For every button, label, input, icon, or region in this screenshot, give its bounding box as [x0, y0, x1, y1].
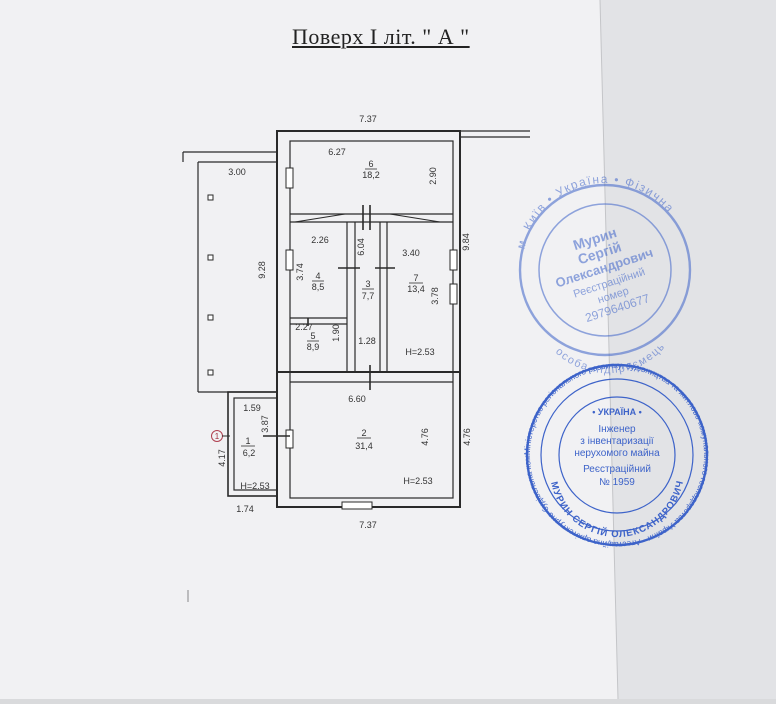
room-5-area: 8,9	[307, 342, 320, 352]
dim-room5-width: 2.27	[295, 322, 313, 332]
dim-right-height-lower: 4.76	[462, 428, 472, 446]
room-4-number: 4	[315, 271, 320, 281]
room-3-number: 3	[365, 279, 370, 289]
dim-corridor-width: 1.28	[358, 336, 376, 346]
room-6-area: 18,2	[362, 170, 380, 180]
room-3-area: 7,7	[362, 291, 375, 301]
dim-room3-height: 6.04	[356, 238, 366, 256]
room-7-area: 13,4	[407, 284, 425, 294]
stamp2-line5: № 1959	[599, 477, 635, 488]
annex-markers	[207, 194, 214, 376]
room-4-area: 8,5	[312, 282, 325, 292]
paper-fold	[599, 0, 619, 700]
dim-right-height-upper: 9.84	[461, 233, 471, 251]
page-title: Поверх I літ. " А "	[292, 24, 470, 49]
dim-room6-width: 6.27	[328, 147, 346, 157]
stamp2-top: • УКРАЇНА •	[592, 407, 642, 417]
door-ticks	[263, 205, 395, 437]
room-2-number: 2	[361, 428, 366, 438]
room-2-area: 31,4	[355, 441, 373, 451]
dim-room2-height: 4.76	[420, 428, 430, 446]
room-1-area: 6,2	[243, 448, 256, 458]
windows	[285, 167, 458, 510]
room-7-number: 7	[413, 273, 418, 283]
entrance-marker: 1	[215, 432, 220, 441]
stamp2-line4: Реєстраційний	[583, 464, 651, 475]
dim-room1-outer-height: 4.17	[217, 449, 227, 467]
dim-room1-height: 3.87	[260, 415, 270, 433]
height-room2: H=2.53	[403, 476, 432, 486]
room-labels: 6 18,2 4 8,5 3 7,7 7 13,4 5 8,9 2 31,4 1…	[241, 159, 425, 458]
dim-room1-width: 1.59	[243, 403, 261, 413]
stamp2-line2: з інвентаризації	[580, 436, 654, 447]
room-6-number: 6	[368, 159, 373, 169]
dim-room6-height: 2.90	[428, 167, 438, 185]
dim-bottom-width: 7.37	[359, 520, 377, 530]
dimension-labels: 7.37 6.27 3.00 2.90 9.28 9.84 2.26 3.74 …	[217, 114, 472, 530]
paper-right	[600, 0, 776, 699]
dim-left-height: 9.28	[257, 261, 267, 279]
dim-top-width: 7.37	[359, 114, 377, 124]
dim-room5-height: 1.90	[331, 324, 341, 342]
dim-room7-height: 3.78	[430, 287, 440, 305]
height-room7: H=2.53	[405, 347, 434, 357]
stair-lines	[294, 213, 441, 223]
walls	[182, 130, 530, 508]
room-1-number: 1	[245, 436, 250, 446]
stamp2-line1: Інженер	[598, 424, 636, 435]
dim-room2-width: 6.60	[348, 394, 366, 404]
dim-room4-height: 3.74	[295, 263, 305, 281]
paper-left	[0, 0, 618, 699]
dim-left-wall: 3.00	[228, 167, 246, 177]
dim-room1-bottom: 1.74	[236, 504, 254, 514]
dim-room7-width: 3.40	[402, 248, 420, 258]
stamp2-line3: нерухомого майна	[574, 448, 660, 459]
dim-room4-width: 2.26	[311, 235, 329, 245]
height-room1: H=2.53	[240, 481, 269, 491]
height-labels: H=2.53 H=2.53 H=2.53	[240, 347, 434, 491]
room-5-number: 5	[310, 331, 315, 341]
inner-wall	[289, 140, 454, 499]
